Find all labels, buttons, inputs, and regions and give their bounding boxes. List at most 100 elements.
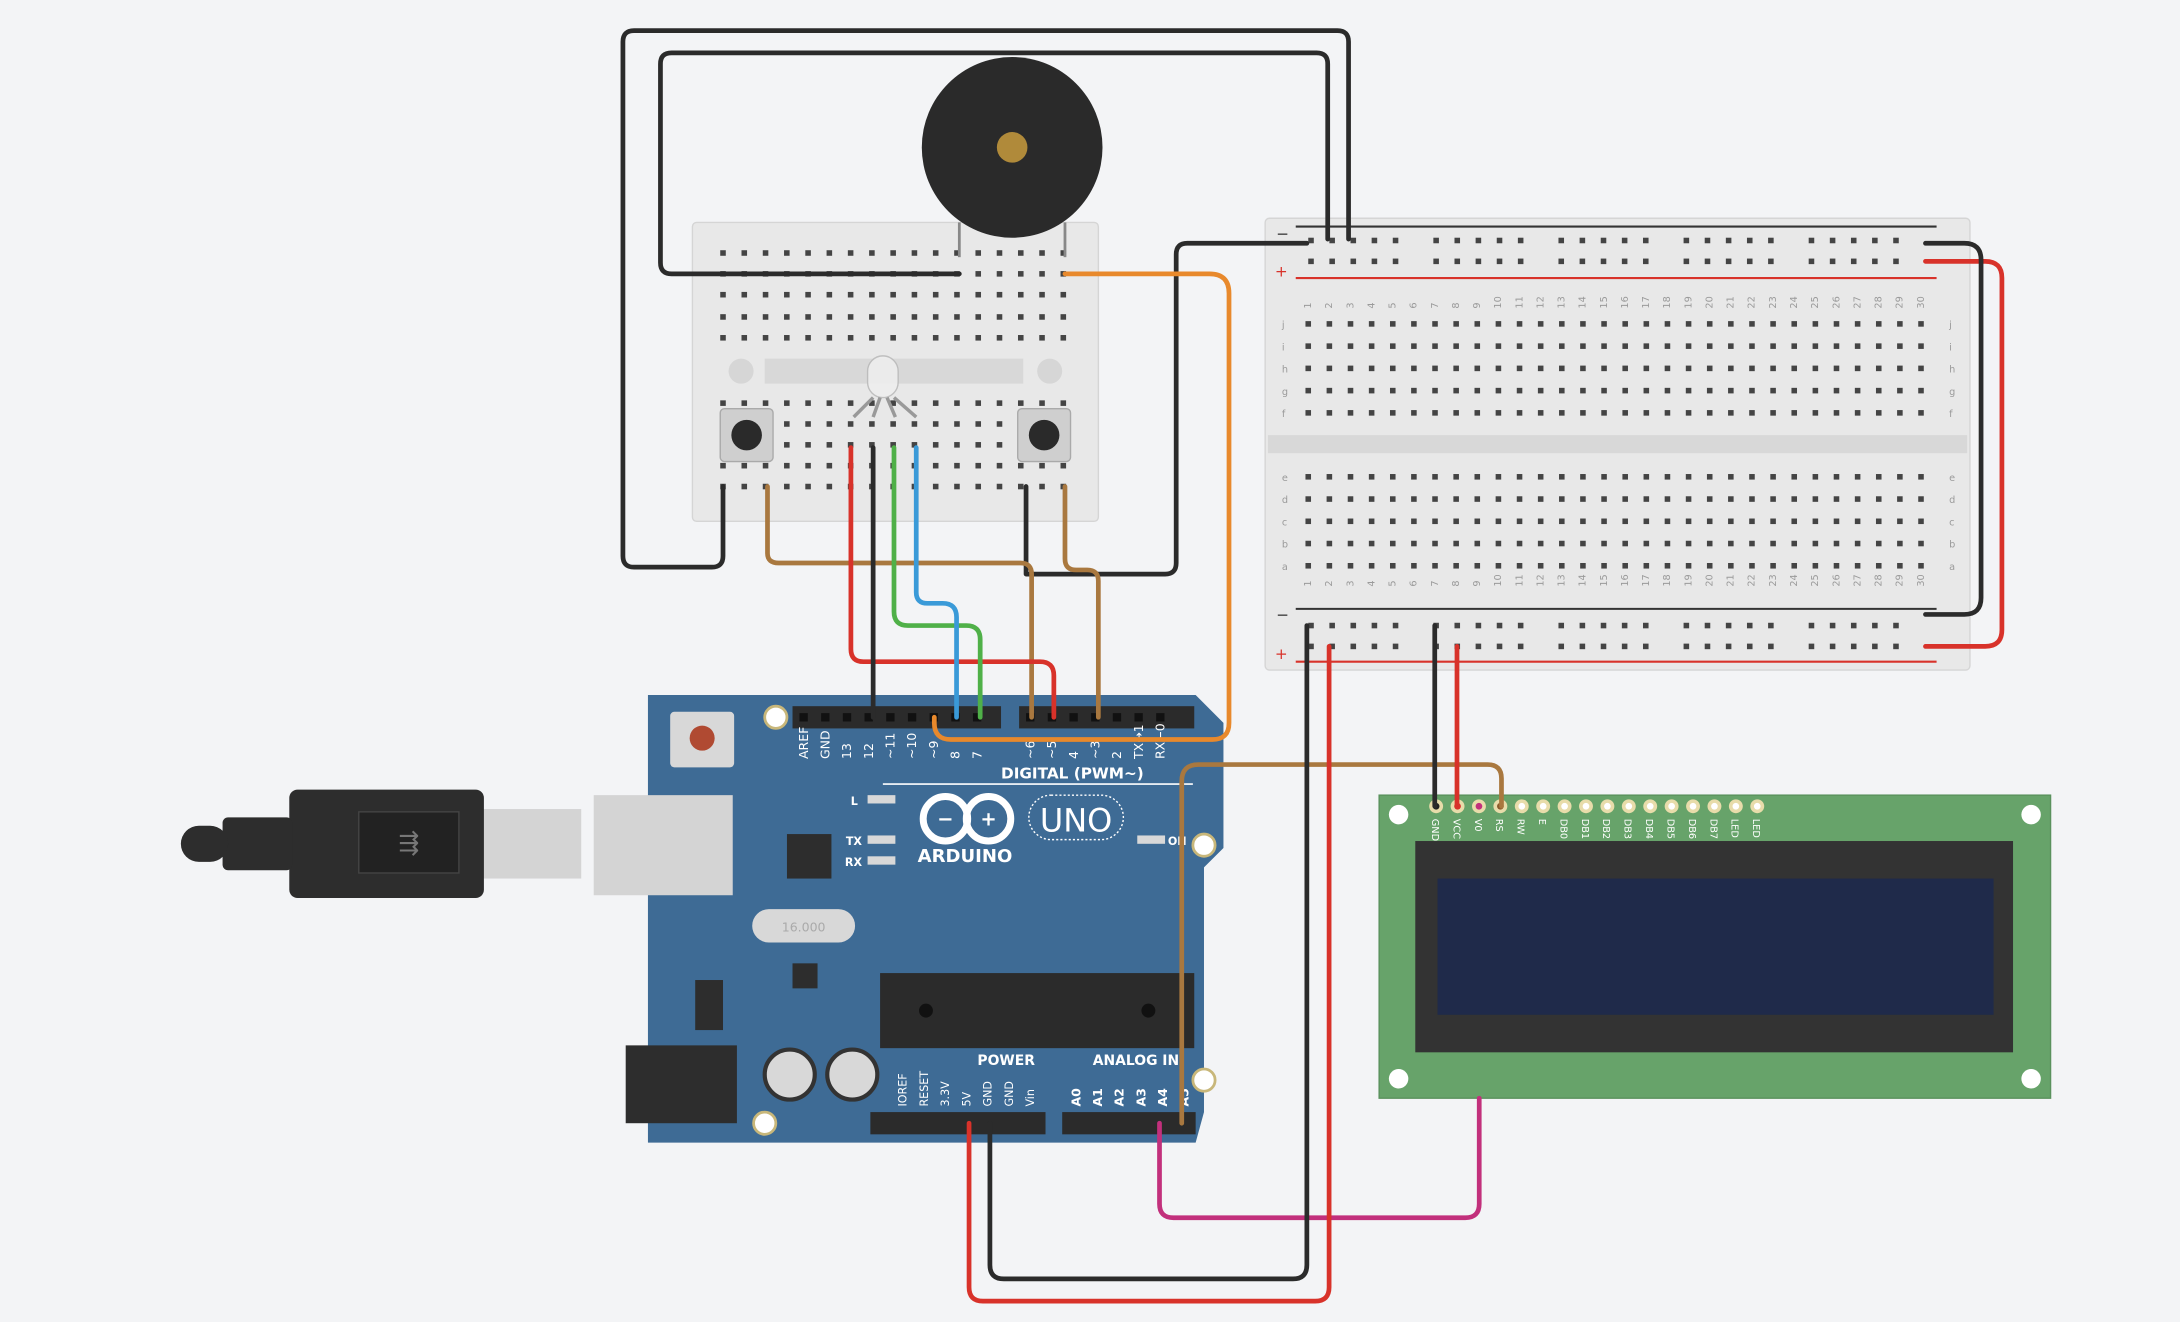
hole[interactable] [1706,410,1713,416]
hole[interactable] [826,462,833,469]
hole[interactable] [1643,474,1650,480]
hole[interactable] [1875,343,1882,349]
hole[interactable] [1833,518,1840,525]
rail-hole[interactable] [1746,258,1753,265]
hole[interactable] [1432,321,1438,327]
rail-hole[interactable] [1893,643,1899,650]
hole[interactable] [1347,321,1354,327]
hole[interactable] [996,291,1003,298]
hole[interactable] [1664,496,1671,502]
hole[interactable] [932,291,939,298]
header-socket[interactable] [1156,713,1165,722]
hole[interactable] [1685,562,1692,569]
hole[interactable] [741,335,748,341]
hole[interactable] [1643,365,1650,372]
hole[interactable] [826,314,833,320]
hole[interactable] [996,400,1003,406]
header-socket[interactable] [972,713,982,722]
hole[interactable] [1559,474,1565,480]
header-socket[interactable] [886,713,895,722]
hole[interactable] [869,335,875,341]
hole[interactable] [1326,474,1333,480]
hole[interactable] [1897,410,1903,416]
hole[interactable] [1685,496,1692,502]
hole[interactable] [1326,410,1333,416]
hole[interactable] [1347,343,1354,349]
rail-hole[interactable] [1850,643,1857,650]
hole[interactable] [1474,540,1481,547]
hole[interactable] [1728,496,1734,502]
hole[interactable] [1664,321,1671,327]
hole[interactable] [996,271,1003,277]
rail-hole[interactable] [1600,258,1607,265]
header-socket[interactable] [1134,713,1143,722]
hole[interactable] [1368,474,1375,480]
hole[interactable] [1812,518,1819,525]
rail-hole[interactable] [1392,258,1399,265]
hole[interactable] [1791,540,1798,547]
rail-hole[interactable] [1329,622,1335,629]
hole[interactable] [1770,321,1776,327]
hole[interactable] [975,250,982,256]
hole[interactable] [1368,540,1375,547]
hole[interactable] [1326,343,1333,349]
hole[interactable] [1368,321,1375,327]
hole[interactable] [1411,365,1417,372]
hole[interactable] [975,291,982,298]
hole[interactable] [911,291,918,298]
digital-header-left[interactable] [792,706,1002,729]
rail-hole[interactable] [1392,237,1399,244]
rail-hole[interactable] [1517,258,1524,265]
hole[interactable] [1749,562,1755,569]
rail-hole[interactable] [1558,643,1565,650]
hole[interactable] [1770,562,1776,569]
hole[interactable] [784,291,790,298]
rail-hole[interactable] [1392,622,1399,629]
hole[interactable] [1039,271,1045,277]
hole[interactable] [1706,562,1713,569]
hole[interactable] [741,314,748,320]
rail-hole[interactable] [1872,622,1878,629]
hole[interactable] [720,400,726,406]
hole[interactable] [1432,496,1438,502]
hole[interactable] [1918,321,1924,327]
hole[interactable] [1728,321,1734,327]
hole[interactable] [869,421,875,427]
hole[interactable] [847,421,854,427]
hole[interactable] [1664,343,1671,349]
hole[interactable] [1854,474,1861,480]
hole[interactable] [890,400,896,406]
rail-hole[interactable] [1579,643,1586,650]
hole[interactable] [1897,343,1903,349]
hole[interactable] [1601,562,1607,569]
hole[interactable] [1580,321,1586,327]
rail-hole[interactable] [1308,258,1314,265]
header-socket[interactable] [842,713,852,722]
hole[interactable] [1432,343,1438,349]
hole[interactable] [954,483,960,490]
hole[interactable] [826,250,833,256]
hole[interactable] [1411,540,1417,547]
hole[interactable] [1664,410,1671,416]
rgb-led[interactable] [852,355,918,419]
hole[interactable] [1411,474,1417,480]
hole[interactable] [1326,321,1333,327]
hole[interactable] [1432,387,1438,394]
hole[interactable] [805,421,811,427]
hole[interactable] [1875,321,1882,327]
hole[interactable] [911,421,918,427]
hole[interactable] [954,400,960,406]
rail-hole[interactable] [1746,622,1753,629]
hole[interactable] [1474,365,1481,372]
hole[interactable] [1918,387,1924,394]
hole[interactable] [1305,562,1312,569]
hole[interactable] [1453,518,1459,525]
hole[interactable] [890,250,896,256]
hole[interactable] [1411,321,1417,327]
hole[interactable] [1770,365,1776,372]
hole[interactable] [1017,462,1024,469]
large-breadboard[interactable]: − + − + 11223344556677889910101111121213… [1264,217,1971,671]
hole[interactable] [911,400,918,406]
hole[interactable] [1326,540,1333,547]
hole[interactable] [1580,562,1586,569]
